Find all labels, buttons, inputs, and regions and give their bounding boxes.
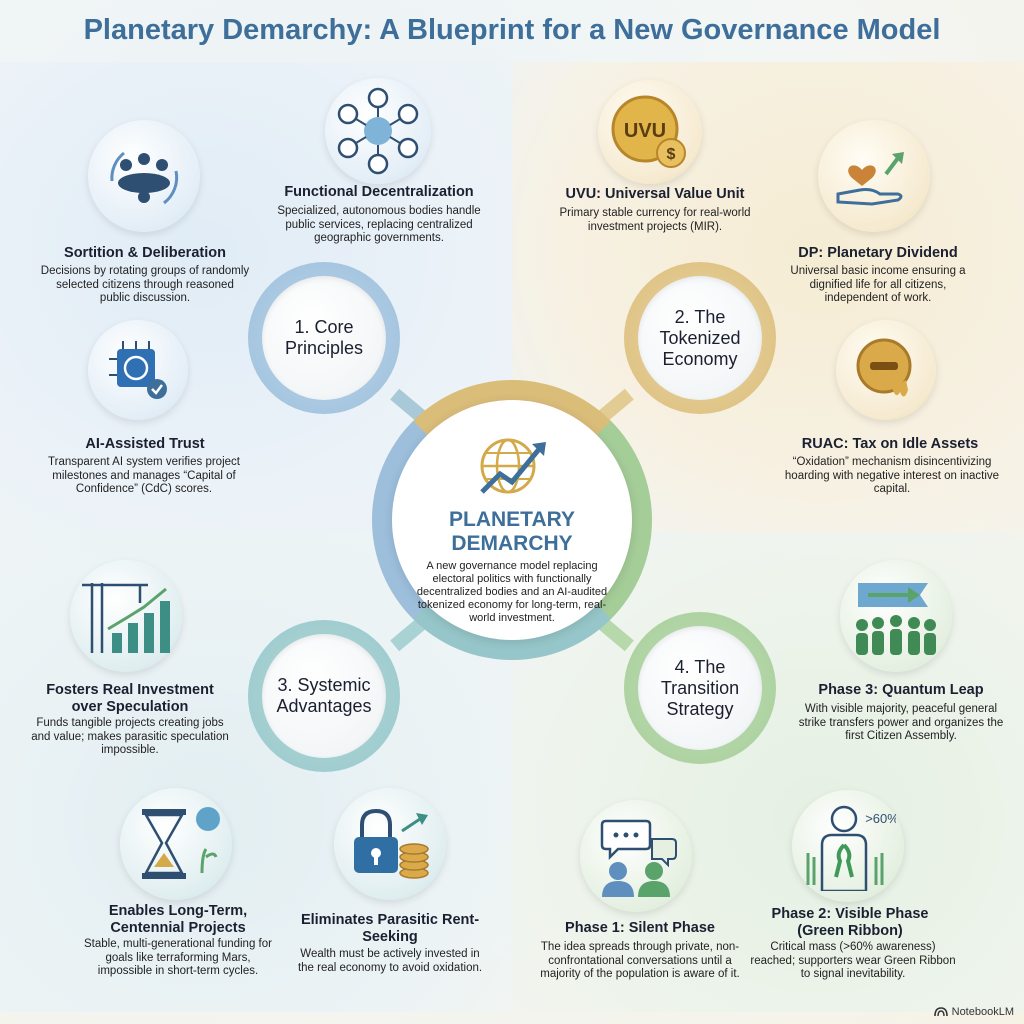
sortition-title: Sortition & Deliberation bbox=[64, 245, 226, 261]
pillar-advantages-line2: Advantages bbox=[276, 696, 372, 716]
pillar-transition-line3: Strategy bbox=[666, 698, 734, 719]
longterm-desc: Stable, multi-generational funding for g… bbox=[84, 938, 272, 977]
center-title: PLANETARY DEMARCHY bbox=[392, 508, 632, 556]
uvu-coin-icon: UVU $ bbox=[598, 80, 702, 184]
rent-desc: Wealth must be actively invested in the … bbox=[297, 948, 483, 974]
brand-watermark: NotebookLM bbox=[933, 1006, 1014, 1018]
phase1-title: Phase 1: Silent Phase bbox=[565, 920, 715, 936]
ruac-desc: “Oxidation” mechanism disincentivizing h… bbox=[784, 456, 1000, 495]
dividend-desc: Universal basic income ensuring a dignif… bbox=[790, 265, 966, 304]
rent-title: Eliminates Parasitic Rent-Seeking bbox=[300, 912, 480, 945]
sortition-desc: Decisions by rotating groups of randomly… bbox=[40, 265, 250, 304]
pillar-core-line2: Principles bbox=[284, 338, 364, 358]
notebooklm-logo-icon bbox=[933, 1007, 948, 1017]
center-hub-inner: PLANETARY DEMARCHY A new governance mode… bbox=[392, 400, 632, 640]
longterm-title: Enables Long-Term, Centennial Projects bbox=[108, 903, 248, 936]
phase2-desc: Critical mass (>60% awareness) reached; … bbox=[750, 941, 956, 980]
investment-title: Fosters Real Investment over Speculation bbox=[46, 682, 214, 715]
melting-coin-icon bbox=[836, 320, 936, 420]
crane-chart-icon bbox=[70, 560, 182, 672]
pillar-core-line1: 1. Core bbox=[294, 317, 354, 337]
phase3-title: Phase 3: Quantum Leap bbox=[818, 682, 984, 698]
center-hub: PLANETARY DEMARCHY A new governance mode… bbox=[372, 380, 652, 660]
uvu-coin-text: UVU bbox=[624, 120, 666, 142]
pillar-economy-line3: Economy bbox=[662, 348, 738, 369]
uvu-desc: Primary stable currency for real-world i… bbox=[559, 207, 751, 233]
page-title: Planetary Demarchy: A Blueprint for a Ne… bbox=[83, 14, 941, 46]
brand-label: NotebookLM bbox=[951, 1006, 1014, 1018]
ai-trust-desc: Transparent AI system verifies project m… bbox=[48, 456, 240, 495]
center-description: A new governance model replacing elector… bbox=[416, 560, 608, 624]
functional-desc: Specialized, autonomous bodies handle pu… bbox=[277, 205, 481, 244]
crowd-flag-icon bbox=[840, 560, 952, 672]
hourglass-icon bbox=[120, 788, 232, 900]
conversation-icon bbox=[580, 800, 692, 912]
ribbon-person-icon: >60% bbox=[792, 790, 904, 902]
ruac-title: RUAC: Tax on Idle Assets bbox=[801, 436, 979, 452]
lock-coins-icon bbox=[334, 788, 446, 900]
functional-title: Functional Decentralization bbox=[284, 184, 474, 200]
svg-text:$: $ bbox=[667, 146, 676, 163]
pillar-transition-line1: 4. The bbox=[674, 656, 726, 677]
round-table-icon bbox=[88, 120, 200, 232]
pillar-advantages-line1: 3. Systemic bbox=[277, 675, 371, 695]
pillar-economy-line2: Tokenized bbox=[659, 327, 741, 348]
center-title-line2: DEMARCHY bbox=[451, 532, 573, 555]
ai-trust-title: AI-Assisted Trust bbox=[85, 436, 205, 452]
center-title-line1: PLANETARY bbox=[449, 508, 575, 531]
hand-heart-icon bbox=[818, 120, 930, 232]
investment-desc: Funds tangible projects creating jobs an… bbox=[31, 717, 229, 756]
uvu-title: UVU: Universal Value Unit bbox=[565, 186, 745, 202]
network-hub-icon bbox=[325, 78, 431, 184]
phase2-title: Phase 2: Visible Phase (Green Ribbon) bbox=[771, 906, 929, 939]
ai-chip-icon bbox=[88, 320, 188, 420]
phase3-desc: With visible majority, peaceful general … bbox=[798, 703, 1004, 742]
globe-growth-icon bbox=[474, 430, 550, 500]
pillar-transition-line2: Transition bbox=[660, 677, 740, 698]
phase2-badge: >60% bbox=[865, 811, 896, 826]
phase1-desc: The idea spreads through private, non-co… bbox=[540, 941, 740, 980]
pillar-economy-line1: 2. The bbox=[674, 306, 726, 327]
dividend-title: DP: Planetary Dividend bbox=[798, 245, 958, 261]
